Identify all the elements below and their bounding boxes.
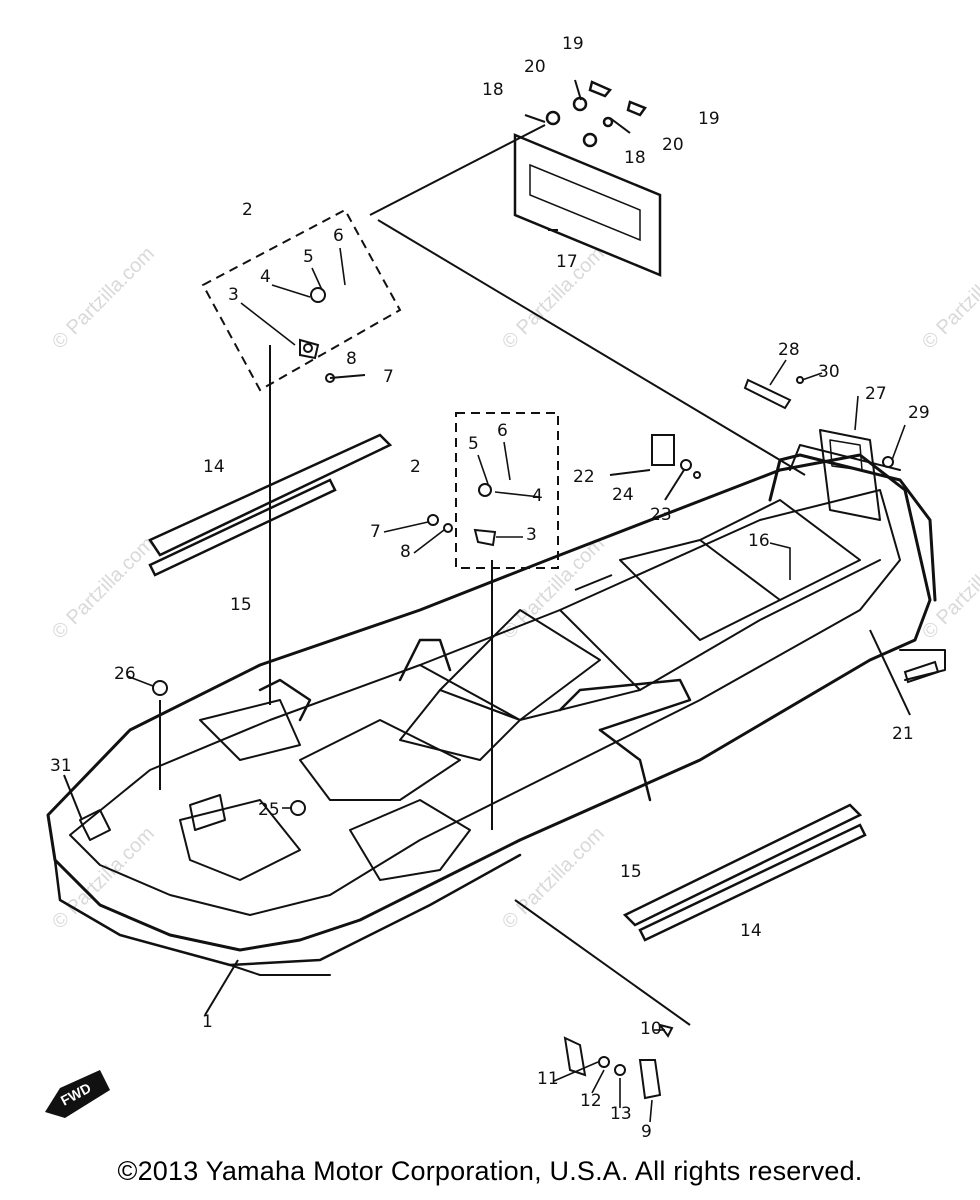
callout-labels: 1 2 2 3 3 4 4 5 5 6 6 7 7 8 8 9 10 11 12… (50, 34, 930, 1142)
callout-9: 9 (641, 1122, 652, 1142)
callout-29: 29 (908, 403, 930, 423)
callout-14: 14 (203, 457, 225, 477)
fwd-arrow-icon: FWD (45, 1070, 110, 1118)
watermark-text: © Partzilla.com (48, 533, 159, 644)
callout-16: 16 (748, 531, 770, 551)
callout-28: 28 (778, 340, 800, 360)
callout-4: 4 (260, 267, 271, 287)
frame-body (46, 429, 946, 976)
callout-23: 23 (650, 505, 672, 525)
callout-8: 8 (400, 542, 411, 562)
leader-lines (63, 79, 911, 1026)
hardware-parts (152, 287, 940, 1100)
watermark-text: © Partzilla.com (48, 243, 159, 354)
callout-30: 30 (818, 362, 840, 382)
callout-18: 18 (482, 80, 504, 100)
callout-20: 20 (524, 57, 546, 77)
runner-strips (148, 433, 867, 942)
callout-21: 21 (892, 724, 914, 744)
callout-17: 17 (556, 252, 578, 272)
watermark-text: © Partzilla.com (498, 243, 609, 354)
callout-6: 6 (333, 226, 344, 246)
callout-5: 5 (468, 434, 479, 454)
number-plate (513, 80, 662, 277)
callout-6: 6 (497, 421, 508, 441)
callout-2: 2 (410, 457, 421, 477)
callout-7: 7 (370, 522, 381, 542)
callout-27: 27 (865, 384, 887, 404)
callout-14: 14 (740, 921, 762, 941)
callout-11: 11 (537, 1069, 559, 1089)
callout-15: 15 (230, 595, 252, 615)
callout-22: 22 (573, 467, 595, 487)
callout-5: 5 (303, 247, 314, 267)
callout-19: 19 (562, 34, 584, 54)
watermark-layer: © Partzilla.com © Partzilla.com © Partzi… (48, 243, 980, 934)
callout-7: 7 (383, 367, 394, 387)
callout-10: 10 (640, 1019, 662, 1039)
callout-12: 12 (580, 1091, 602, 1111)
callout-20: 20 (662, 135, 684, 155)
callout-18: 18 (624, 148, 646, 168)
callout-8: 8 (346, 349, 357, 369)
watermark-text: © Partzilla.com (918, 243, 980, 354)
copyright-notice: ©2013 Yamaha Motor Corporation, U.S.A. A… (117, 1156, 863, 1186)
callout-19: 19 (698, 109, 720, 129)
callout-31: 31 (50, 756, 72, 776)
callout-24: 24 (612, 485, 634, 505)
callout-26: 26 (114, 664, 136, 684)
callout-15: 15 (620, 862, 642, 882)
assembly-boxes (201, 208, 559, 569)
callout-3: 3 (228, 285, 239, 305)
callout-2: 2 (242, 200, 253, 220)
watermark-text: © Partzilla.com (498, 823, 609, 934)
callout-1: 1 (202, 1012, 213, 1032)
callout-3: 3 (526, 525, 537, 545)
watermark-text: © Partzilla.com (48, 823, 159, 934)
callout-13: 13 (610, 1104, 632, 1124)
callout-25: 25 (258, 800, 280, 820)
callout-leaders (126, 247, 906, 1123)
